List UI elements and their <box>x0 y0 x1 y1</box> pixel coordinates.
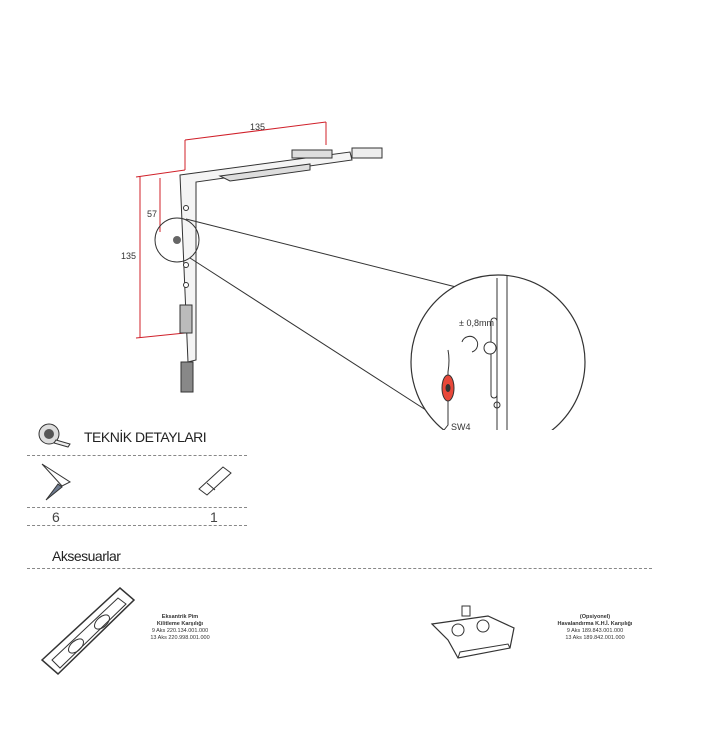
accessory-2-name: (Opsiyonel) <box>579 614 611 620</box>
ventilation-keeper-image <box>430 605 515 659</box>
accessory-1-text: Eksantrik Pim Kilitleme Karşılığı 9 Aks … <box>130 614 230 642</box>
dim-height-label: 135 <box>121 251 136 261</box>
dimension-lines <box>135 121 327 339</box>
accessories-title: Aksesuarlar <box>52 548 121 564</box>
pin-icon <box>198 466 232 496</box>
eccentric-pin-keeper-image <box>40 586 136 676</box>
accessory-2-code-9: 9 Aks 189.843.001.000 <box>566 628 624 634</box>
screw-qty: 6 <box>52 509 60 525</box>
pin-qty: 1 <box>210 509 218 525</box>
tool-label: SW4 <box>451 422 471 430</box>
eccentric-pin <box>173 236 181 244</box>
divider <box>27 507 247 508</box>
accessory-1-name: Eksantrik Pim <box>161 614 199 620</box>
accessory-2-text: (Opsiyonel) Havalandırma K.H.İ. Karşılığ… <box>540 614 650 642</box>
accessory-2-subname: Havalandırma K.H.İ. Karşılığı <box>557 621 633 627</box>
stay-arm <box>179 147 383 393</box>
adjust-label: ± 0,8mm <box>459 318 494 328</box>
divider <box>27 525 247 526</box>
technical-details-title: TEKNİK DETAYLARI <box>84 429 207 445</box>
divider <box>27 568 652 569</box>
screw-icon <box>41 463 72 501</box>
dim-top-label: 57 <box>147 209 157 219</box>
hardware-drawing: 135 57 135 ± 0,8mm SW4 <box>121 121 586 430</box>
magnified-detail <box>410 274 586 430</box>
accessory-1-code-9: 9 Aks 220.134.001.000 <box>151 628 209 634</box>
accessory-1-code-13: 13 Aks 220.998.001.000 <box>150 635 210 641</box>
accessory-1-subname: Kilitleme Karşılığı <box>156 621 204 627</box>
detail-marker-circle <box>154 217 200 263</box>
accessory-2-code-13: 13 Aks 189.842.001.000 <box>565 635 625 641</box>
dim-width-label: 135 <box>250 122 265 132</box>
divider <box>27 455 247 456</box>
tape-measure-icon <box>38 423 71 448</box>
